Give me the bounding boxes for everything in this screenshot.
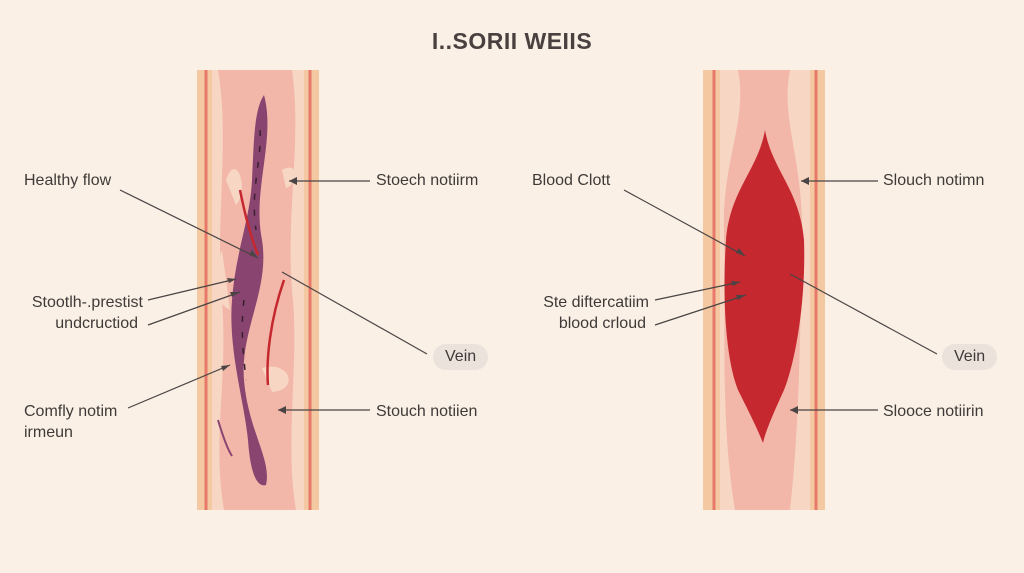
healthy-flow-stream — [231, 95, 268, 486]
label-right-right-bottom: Slooce notiirin — [883, 403, 984, 420]
page-title: I..SORII WEIIS — [431, 28, 593, 54]
label-smooth-line1: Stootlh-.prestist — [31, 294, 143, 311]
label-left-right-bottom: Stouch notiien — [376, 403, 478, 420]
label-diff-line2: blood crloud — [558, 315, 646, 332]
label-diff-line1: Ste diftercatiim — [543, 294, 649, 311]
label-left-vein: Vein — [433, 344, 489, 370]
label-right-right-top: Slouch notimn — [883, 172, 985, 189]
leader-arrowheads — [221, 177, 809, 414]
healthy-vein-illustration — [197, 70, 319, 510]
label-comfy-line2: irmeun — [24, 424, 73, 441]
label-comfy-line1: Comfly notim — [24, 403, 118, 420]
label-smooth-line2: undcructiod — [55, 315, 138, 332]
blood-clot-shape — [724, 130, 805, 443]
label-left-right-top: Stoech notiirm — [376, 172, 479, 189]
label-blood-clot: Blood Clott — [532, 172, 611, 189]
label-right-vein: Vein — [942, 344, 998, 370]
clot-vein-illustration — [703, 70, 825, 510]
label-healthy-flow: Healthy flow — [24, 172, 112, 189]
leader-lines — [119, 180, 938, 411]
